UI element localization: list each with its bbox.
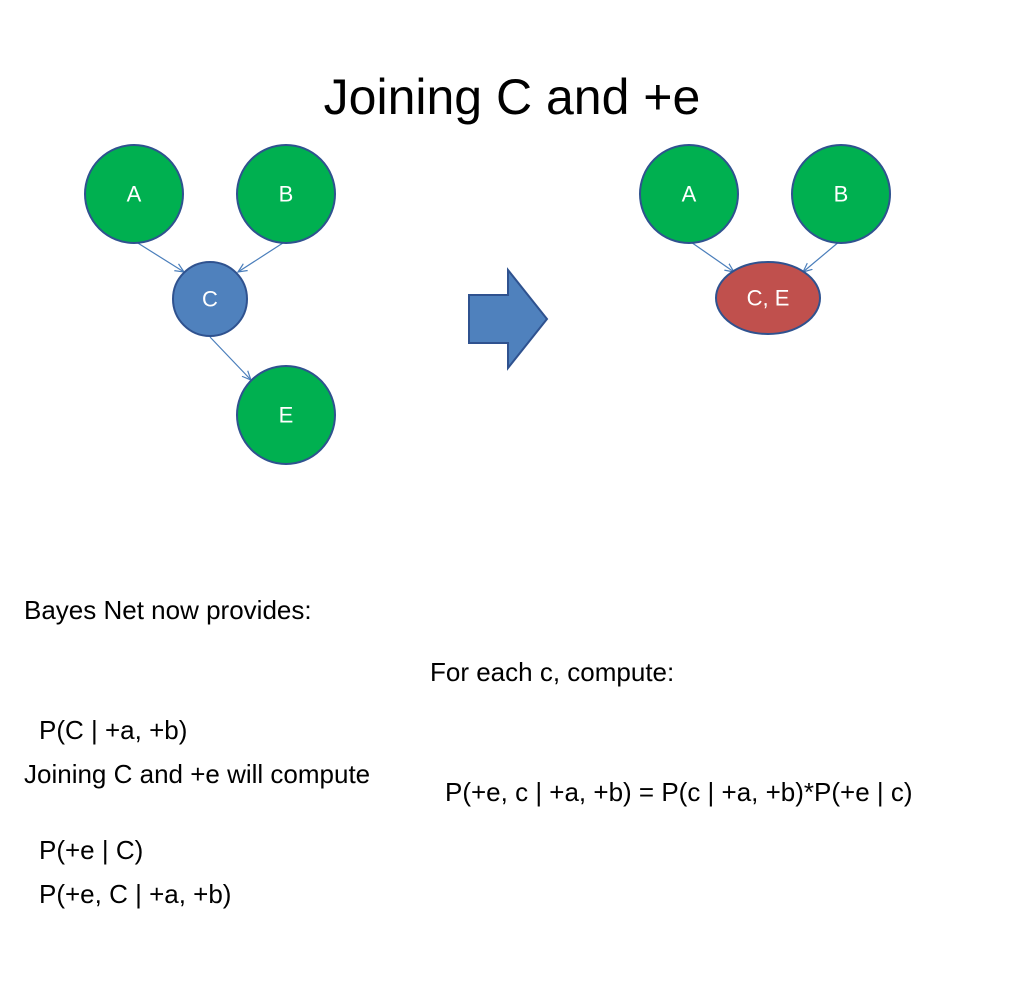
for-each-heading: For each c, compute: [430,657,675,687]
edge-a-to-c [132,239,184,272]
for-each-block: For each c, compute: P(+e, c | +a, +b) =… [430,572,913,892]
left-node-b-label: B [279,182,294,207]
joining-result: P(+e, C | +a, +b) [39,879,232,909]
right-node-b: B [791,144,891,244]
right-node-ce: C, E [715,261,821,335]
bayes-net-heading: Bayes Net now provides: [24,595,312,625]
right-node-a: A [639,144,739,244]
slide: Joining C and +e A B C E [24,69,913,909]
edge-a-to-ce [687,239,734,272]
joining-compute-block: Joining C and +e will compute P(+e, C | … [24,674,370,994]
right-node-a-label: A [682,182,697,207]
edge-b-to-c [238,240,287,272]
left-node-c-label: C [202,287,218,312]
slide-title: Joining C and +e [323,69,701,125]
left-node-e-label: E [279,403,294,428]
left-node-b: B [236,144,336,244]
for-each-formula: P(+e, c | +a, +b) = P(c | +a, +b)*P(+e |… [445,777,913,807]
bayes-net-diagram: A B C E A B C, E [84,144,891,465]
left-node-a: A [84,144,184,244]
transform-arrow-icon [468,267,549,371]
left-node-c: C [172,261,248,337]
right-node-b-label: B [834,182,849,207]
edge-b-to-ce [803,240,841,272]
right-node-ce-label: C, E [747,286,790,311]
left-node-a-label: A [127,182,142,207]
joining-heading: Joining C and +e will compute [24,759,371,789]
bayes-net-factor-1: P(C | +a, +b) [39,715,188,745]
edge-c-to-e [209,336,251,380]
left-node-e: E [236,365,336,465]
